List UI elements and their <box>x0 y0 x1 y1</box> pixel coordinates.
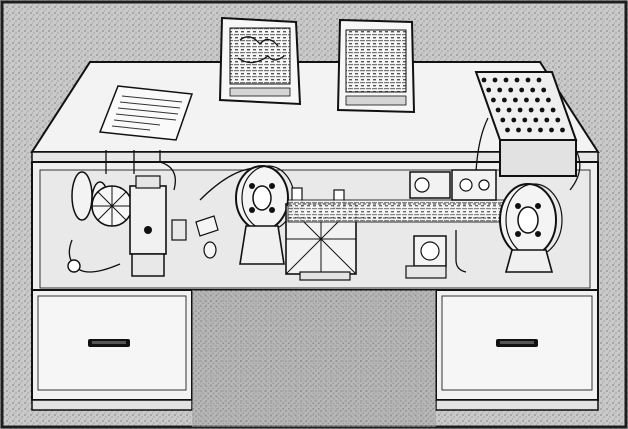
key[interactable] <box>516 127 521 133</box>
key[interactable] <box>502 97 507 103</box>
key[interactable] <box>536 77 542 83</box>
key[interactable] <box>539 107 545 113</box>
film-strip <box>287 199 509 223</box>
key[interactable] <box>506 107 512 113</box>
right-pedestal <box>435 289 599 411</box>
key[interactable] <box>500 117 506 123</box>
key[interactable] <box>538 127 543 133</box>
key[interactable] <box>528 107 534 113</box>
film-reel-icon <box>499 183 563 273</box>
key[interactable] <box>522 117 528 123</box>
camera-icon <box>67 171 219 277</box>
recording-unit <box>405 169 497 279</box>
left-drawer-handle[interactable] <box>88 339 130 347</box>
key[interactable] <box>541 87 547 93</box>
film-reel-icon <box>235 165 295 265</box>
key[interactable] <box>497 87 503 93</box>
screen-icon <box>336 18 416 114</box>
document-icon <box>98 85 194 141</box>
key[interactable] <box>492 77 498 83</box>
key[interactable] <box>549 127 554 133</box>
key[interactable] <box>505 127 510 133</box>
key[interactable] <box>503 77 509 83</box>
floor-shadow <box>192 290 436 427</box>
key[interactable] <box>555 117 561 123</box>
key[interactable] <box>544 117 550 123</box>
screen-icon <box>218 16 302 106</box>
key[interactable] <box>527 127 532 133</box>
key[interactable] <box>513 97 518 103</box>
key[interactable] <box>486 87 492 93</box>
key[interactable] <box>511 117 517 123</box>
key[interactable] <box>530 87 536 93</box>
key[interactable] <box>546 97 551 103</box>
keyboard-icon[interactable] <box>474 71 578 177</box>
key[interactable] <box>481 77 487 83</box>
right-drawer-handle[interactable] <box>496 339 538 347</box>
key[interactable] <box>525 77 531 83</box>
left-pedestal <box>31 289 193 411</box>
key[interactable] <box>533 117 539 123</box>
key[interactable] <box>495 107 501 113</box>
key[interactable] <box>514 77 520 83</box>
key[interactable] <box>550 107 556 113</box>
key[interactable] <box>491 97 496 103</box>
key[interactable] <box>517 107 523 113</box>
key[interactable] <box>508 87 514 93</box>
key[interactable] <box>535 97 540 103</box>
key[interactable] <box>560 127 565 133</box>
key[interactable] <box>519 87 525 93</box>
key[interactable] <box>524 97 529 103</box>
